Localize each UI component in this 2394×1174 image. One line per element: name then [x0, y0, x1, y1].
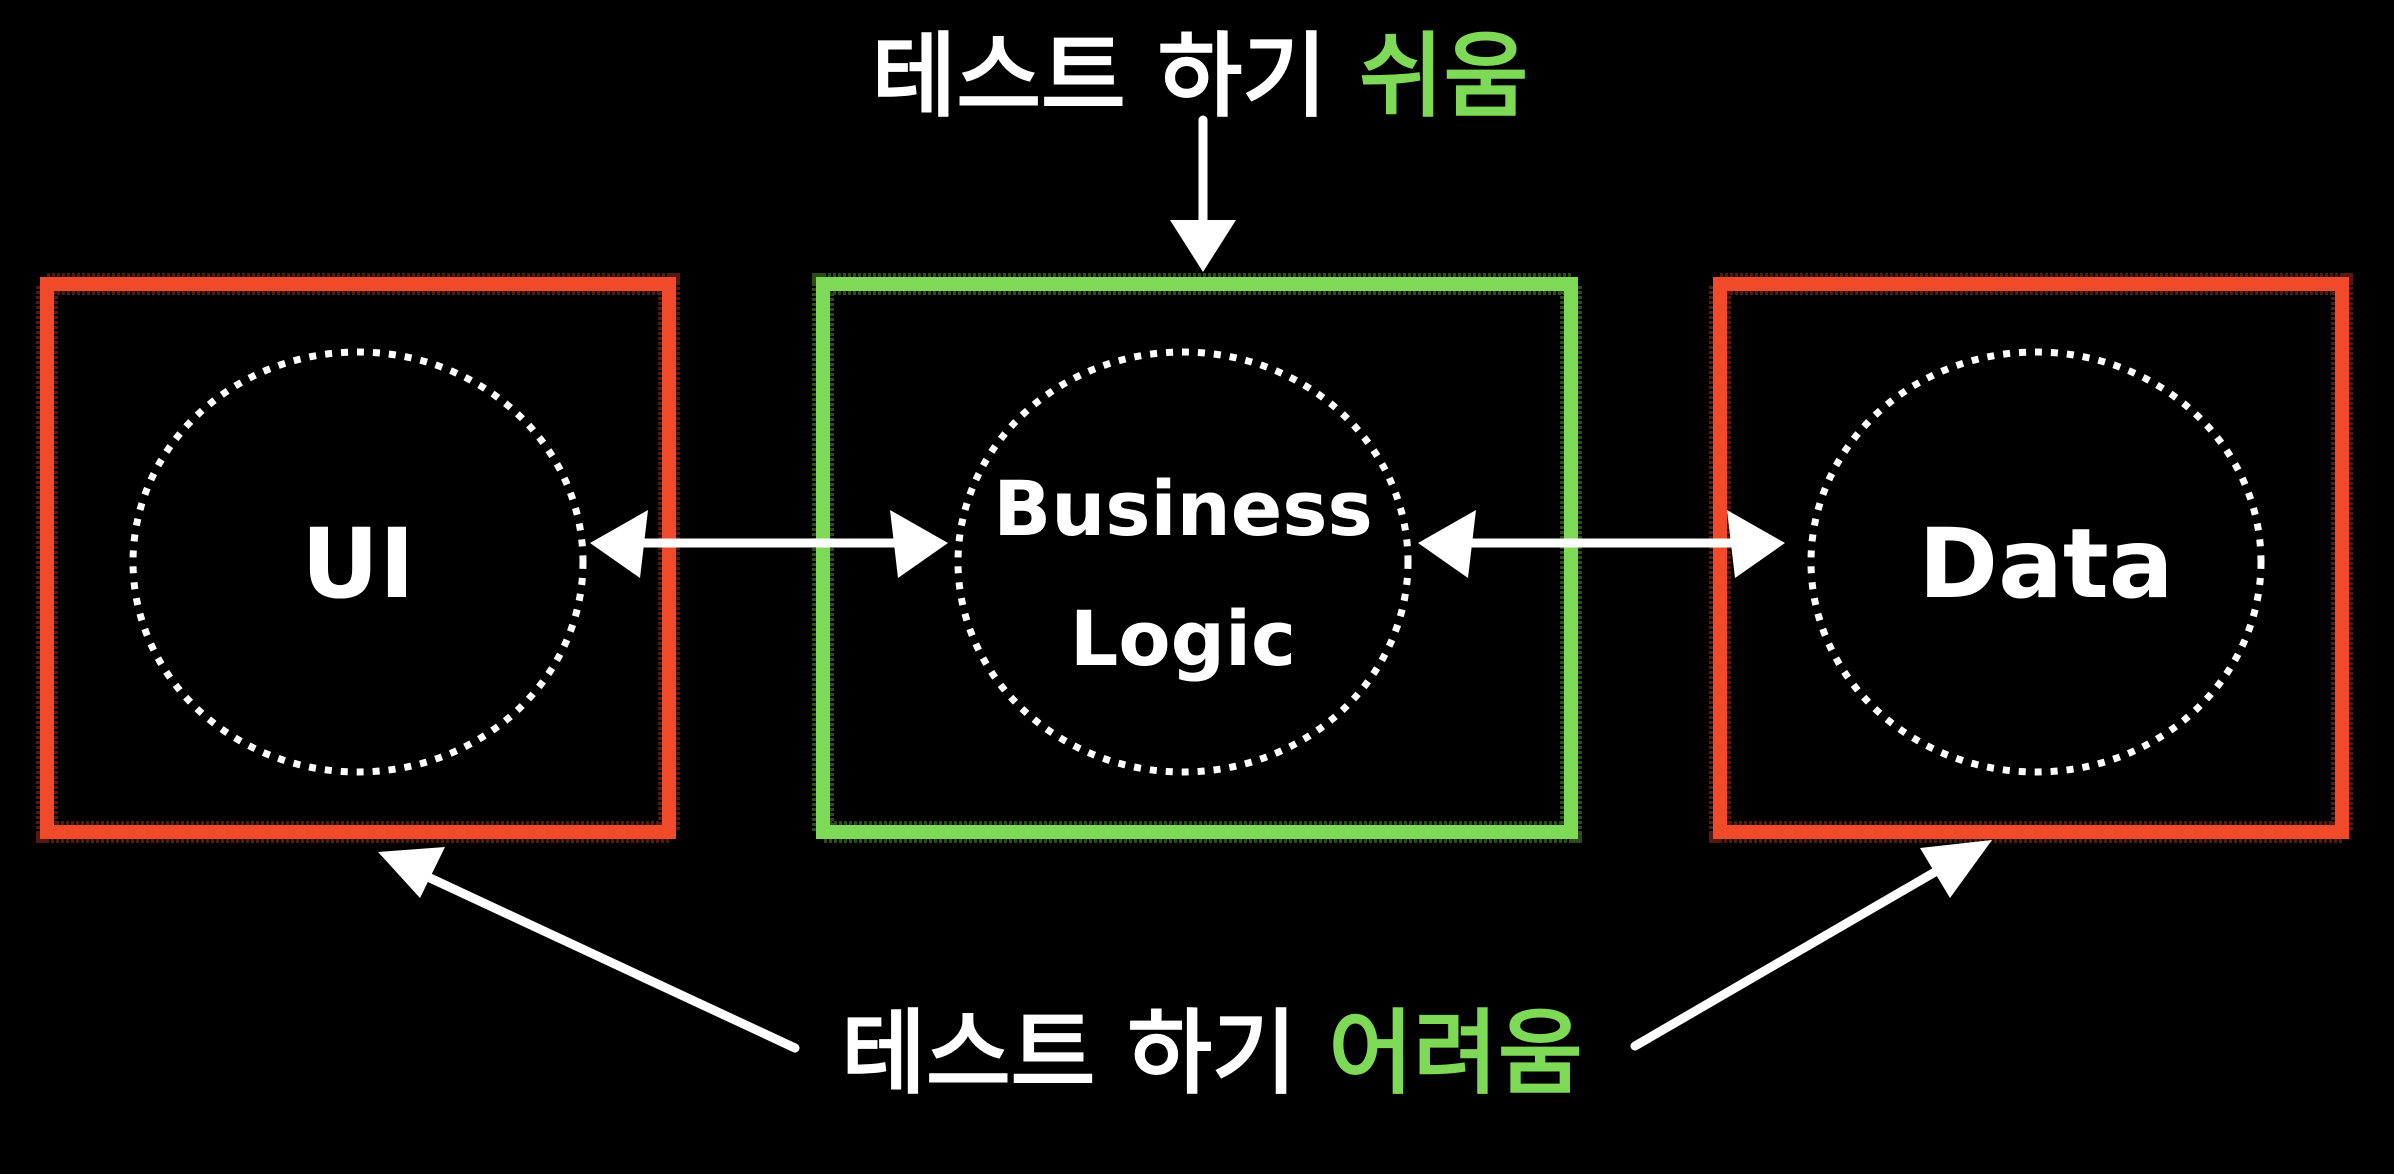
top-arrow: [1170, 115, 1236, 272]
ui-business-double-arrow: [590, 510, 948, 578]
ui-box: UI: [36, 273, 680, 843]
ui-dotted-circle: [129, 348, 587, 776]
business-box-border: [816, 277, 1578, 839]
business-logic-box: Business Logic: [812, 273, 1582, 843]
bottom-caption-highlight: 어려움: [1329, 1000, 1583, 1107]
bottom-caption: 테스트 하기 어려움: [841, 1000, 1582, 1107]
top-caption-highlight: 쉬움: [1359, 23, 1528, 130]
business-dotted-circle: [954, 348, 1412, 776]
ui-label: UI: [301, 508, 415, 620]
bottom-caption-prefix: 테스트 하기: [841, 1000, 1328, 1107]
data-box-border: [1713, 277, 2349, 839]
bottom-right-arrow: [1630, 840, 1992, 1051]
top-caption-prefix: 테스트 하기: [872, 23, 1359, 130]
business-data-double-arrow: [1418, 510, 1785, 578]
data-label: Data: [1918, 508, 2173, 620]
ui-box-border: [40, 277, 676, 839]
data-dotted-circle: [1807, 348, 2265, 776]
bottom-left-arrow: [378, 847, 800, 1053]
business-label-line2: Logic: [1070, 594, 1296, 683]
data-box: Data: [1709, 273, 2353, 843]
top-caption: 테스트 하기 쉬움: [872, 23, 1529, 130]
business-label-line1: Business: [993, 464, 1372, 553]
